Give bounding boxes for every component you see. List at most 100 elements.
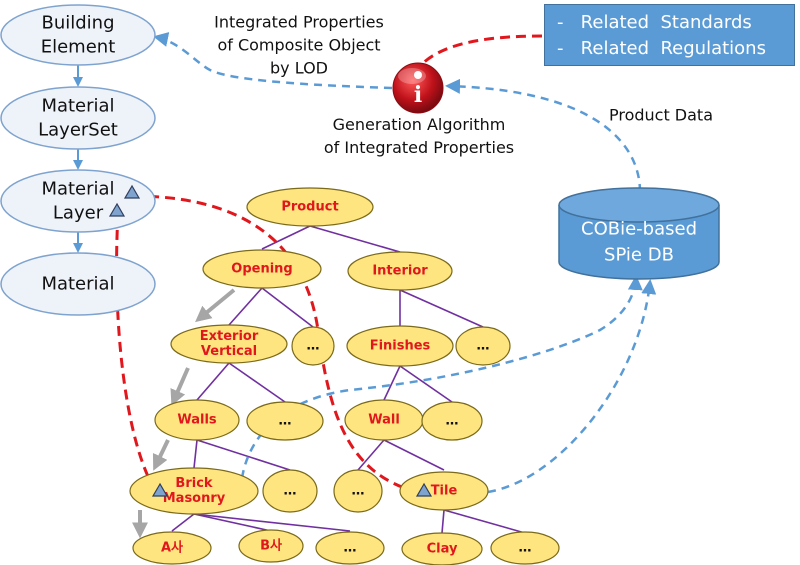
- tree-edge: [399, 289, 484, 328]
- tree-edge: [196, 362, 230, 401]
- dots-8-label: …: [519, 541, 532, 556]
- tree-node-dots-3: …: [246, 401, 324, 441]
- brick-masonry-shape: [129, 467, 259, 515]
- integrated-properties-caption: Integrated Properties: [214, 13, 384, 32]
- regulations-item: - Related Regulations: [557, 36, 794, 62]
- walls-shape: [154, 399, 240, 441]
- regulations-label: Related Regulations: [580, 38, 766, 59]
- tree-node-b-company: B사: [238, 529, 304, 563]
- product-shape: [246, 187, 374, 227]
- triangle-marker-icon: [123, 184, 141, 199]
- database-label: SPie DB: [604, 245, 674, 266]
- drill-down-arrow: [195, 288, 236, 323]
- tree-node-dots-6: …: [333, 469, 383, 513]
- tree-edge: [357, 439, 385, 471]
- dots-4-label: …: [446, 414, 459, 429]
- a-company-shape: [132, 531, 212, 565]
- dots-1-shape: [291, 326, 335, 366]
- algorithm-caption: Generation Algorithm: [333, 115, 506, 134]
- finishes-label: Finishes: [370, 339, 431, 354]
- tree-node-dots-8: …: [490, 531, 560, 565]
- triangle-marker-icon: [151, 482, 169, 497]
- tree-node-dots-4: …: [421, 401, 483, 441]
- product-data-caption: Product Data: [609, 106, 713, 125]
- material-shape: [0, 252, 156, 316]
- integrated-properties-caption: by LOD: [270, 59, 328, 78]
- standards-item: - Related Standards: [557, 10, 794, 36]
- dots-6-label: …: [352, 484, 365, 499]
- tree-edge: [383, 365, 401, 401]
- interior-label: Interior: [372, 264, 428, 279]
- exterior-vertical-shape: [170, 324, 288, 364]
- tree-edge: [193, 513, 351, 532]
- dots-5-label: …: [284, 484, 297, 499]
- brick-masonry-label: Masonry: [163, 491, 226, 506]
- tree-edge: [383, 439, 445, 471]
- dots-8-shape: [490, 531, 560, 565]
- walls-label: Walls: [177, 413, 217, 428]
- b-company-shape: [238, 529, 304, 563]
- interior-shape: [347, 251, 453, 291]
- tree-node-dots-1: …: [291, 326, 335, 366]
- layer-marker-icons: [108, 184, 433, 497]
- opening-shape: [202, 249, 322, 289]
- drill-down-arrow: [152, 439, 170, 471]
- tree-node-a-company: A사: [132, 531, 212, 565]
- tree-node-opening: Opening: [202, 249, 322, 289]
- dots-2-shape: [455, 326, 511, 366]
- tree-edge: [193, 513, 272, 532]
- material-layerset-label: LayerSet: [38, 120, 118, 141]
- standards-flow: [418, 34, 543, 68]
- dots-5-shape: [262, 469, 318, 513]
- tree-edge: [309, 225, 401, 253]
- dots-4-shape: [421, 401, 483, 441]
- tree-node-product: Product: [246, 187, 374, 227]
- tree-edge: [171, 513, 195, 532]
- tile-label: Tile: [431, 484, 458, 499]
- related-standards-box: - Related Standards - Related Regulation…: [544, 4, 795, 66]
- dots-7-label: …: [344, 541, 357, 556]
- algorithm-caption: of Integrated Properties: [324, 138, 514, 157]
- tree-node-wall: Wall: [344, 399, 424, 441]
- tree-node-dots-5: …: [262, 469, 318, 513]
- clay-label: Clay: [427, 542, 458, 557]
- opening-label: Opening: [231, 262, 292, 277]
- info-icon: i: [392, 62, 444, 114]
- dots-6-shape: [333, 469, 383, 513]
- tile-shape: [399, 471, 489, 511]
- b-company-label: B사: [260, 538, 282, 554]
- info-glyph: i: [414, 82, 422, 108]
- clay-shape: [401, 532, 483, 565]
- triangle-marker-icon: [108, 202, 126, 217]
- tree-edge: [228, 362, 286, 403]
- material-layer-label: Layer: [53, 203, 104, 224]
- database-label: COBie-based: [581, 219, 697, 240]
- tile-to-db-flow: [487, 279, 657, 494]
- brick-masonry-label: Brick: [175, 476, 212, 491]
- dots-1-label: …: [307, 339, 320, 354]
- triangle-marker-icon: [415, 482, 433, 497]
- material-layerset-shape: [0, 86, 156, 150]
- a-company-label: A사: [161, 540, 183, 556]
- integrated-properties-flow: [153, 32, 393, 90]
- dots-7-shape: [315, 531, 385, 565]
- material-layer-to-brick-path: [115, 213, 157, 491]
- tree-edge: [261, 225, 311, 250]
- finishes-shape: [346, 325, 454, 367]
- exterior-vertical-label: Exterior: [200, 329, 259, 344]
- tree-edge: [228, 287, 263, 326]
- tree-node-interior: Interior: [347, 251, 453, 291]
- drill-down-arrow: [170, 367, 190, 406]
- dots-3-label: …: [279, 414, 292, 429]
- material-layerset-label: Material: [41, 96, 114, 117]
- tree-edge: [261, 287, 314, 328]
- tree-node-tile: Tile: [399, 471, 489, 511]
- tree-edge: [441, 509, 445, 534]
